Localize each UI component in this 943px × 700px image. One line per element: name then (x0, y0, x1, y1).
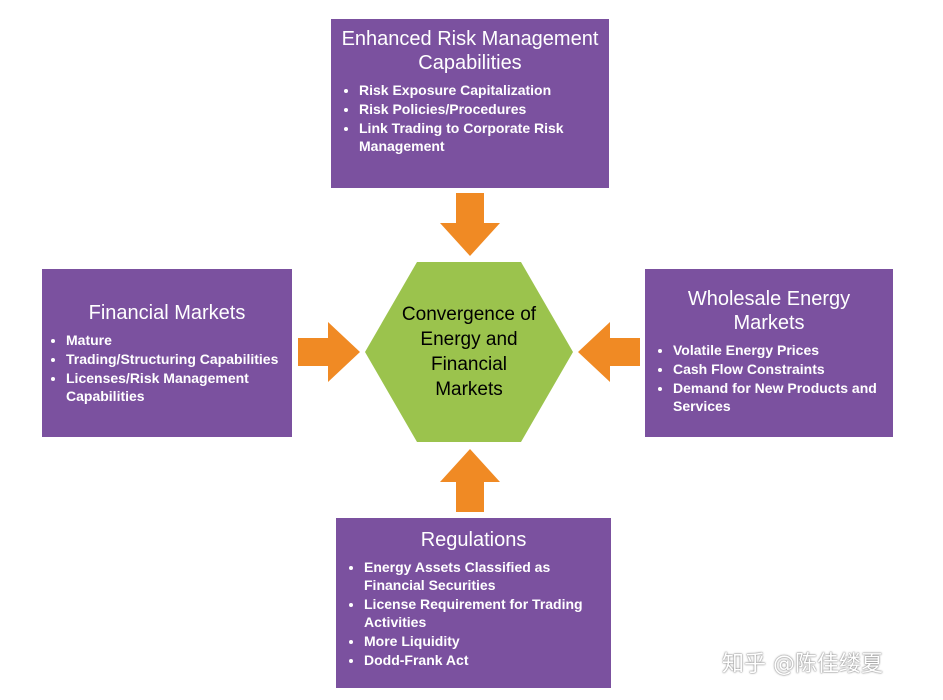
bullet-item: Trading/Structuring Capabilities (66, 350, 282, 368)
box-title: Wholesale Energy Markets (687, 288, 851, 334)
box-wholesale-energy-markets: Wholesale Energy Markets Volatile Energy… (645, 269, 893, 437)
bullet-item: Mature (66, 331, 282, 349)
hexagon-icon (365, 262, 573, 442)
arrow-left-icon (578, 322, 640, 382)
box-title: Financial Markets (88, 302, 246, 324)
bullet-list: Mature Trading/Structuring Capabilities … (52, 331, 282, 405)
center-label: Convergence of Energy and Financial Mark… (401, 304, 537, 400)
bullet-item: Volatile Energy Prices (673, 341, 883, 359)
box-title: Enhanced Risk Management Capabilities (341, 28, 599, 74)
box-risk-management: Enhanced Risk Management Capabilities Ri… (331, 19, 609, 188)
bullet-item: Licenses/Risk Management Capabilities (66, 369, 282, 405)
bullet-list: Volatile Energy Prices Cash Flow Constra… (655, 341, 883, 415)
bullet-item: License Requirement for Trading Activiti… (364, 595, 601, 631)
bullet-item: More Liquidity (364, 632, 601, 650)
center-hexagon: Convergence of Energy and Financial Mark… (365, 262, 573, 442)
bullet-list: Risk Exposure Capitalization Risk Polici… (341, 81, 599, 155)
box-regulations: Regulations Energy Assets Classified as … (336, 518, 611, 688)
arrow-right-icon (298, 322, 360, 382)
bullet-item: Energy Assets Classified as Financial Se… (364, 558, 601, 594)
box-financial-markets: Financial Markets Mature Trading/Structu… (42, 269, 292, 437)
arrow-down-icon (440, 193, 500, 256)
arrow-up-icon (440, 449, 500, 512)
bullet-list: Energy Assets Classified as Financial Se… (346, 558, 601, 669)
bullet-item: Link Trading to Corporate Risk Managemen… (359, 119, 599, 155)
bullet-item: Cash Flow Constraints (673, 360, 883, 378)
bullet-item: Risk Exposure Capitalization (359, 81, 599, 99)
bullet-item: Demand for New Products and Services (673, 379, 883, 415)
bullet-item: Dodd-Frank Act (364, 651, 601, 669)
bullet-item: Risk Policies/Procedures (359, 100, 599, 118)
watermark: 知乎 @陈佳缕夏 (722, 652, 883, 677)
box-title: Regulations (420, 529, 527, 551)
